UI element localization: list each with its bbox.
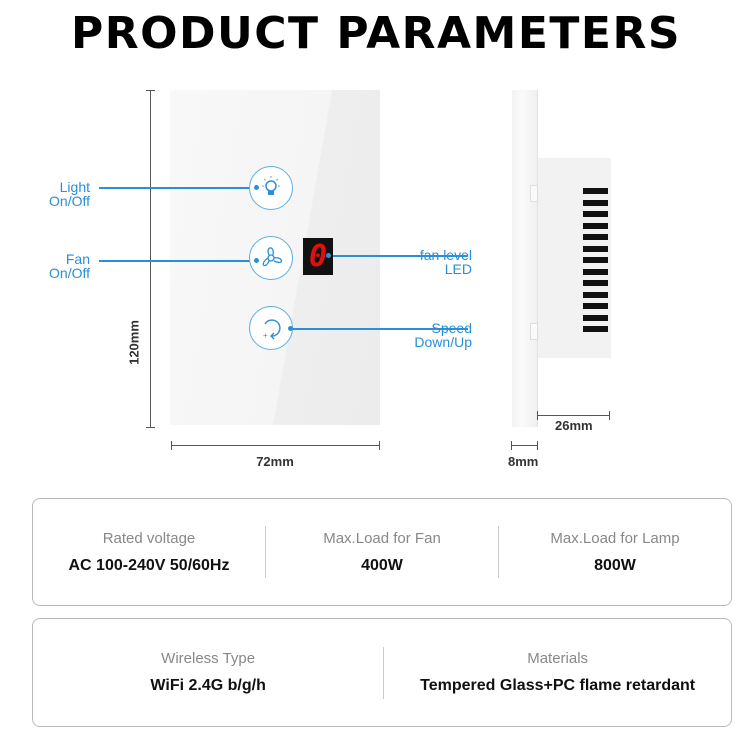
callout-dot [254, 185, 259, 190]
dim-tick [146, 427, 155, 428]
specs-box-1: Rated voltage AC 100-240V 50/60Hz Max.Loa… [32, 498, 732, 606]
plate-depth-line [511, 445, 538, 446]
vent-slat [583, 245, 608, 252]
speed-callout-line [290, 328, 468, 330]
dim-tick [379, 441, 380, 450]
spec-label: Materials [527, 650, 589, 667]
callout-dot [254, 258, 259, 263]
dim-tick [511, 441, 512, 450]
led-digit: 0 [308, 239, 328, 274]
body-depth-label: 26mm [555, 418, 593, 433]
vent-slat [583, 326, 608, 332]
divider [265, 526, 266, 578]
spec-label: Wireless Type [161, 650, 256, 667]
height-dimension-line [150, 90, 151, 427]
dim-tick [171, 441, 172, 450]
vent-slat [583, 222, 608, 229]
vent-slat [583, 257, 608, 263]
fan-callout-line [99, 260, 259, 262]
callout-dot [326, 253, 331, 258]
body-depth-line [537, 415, 610, 416]
vent-slat [583, 314, 608, 321]
vent-slat [583, 199, 608, 206]
spec-value: WiFi 2.4G b/g/h [150, 677, 266, 694]
vent-slat [583, 188, 608, 194]
clip [530, 323, 538, 340]
vent-slat [583, 211, 608, 217]
width-label: 72mm [256, 454, 294, 469]
divider [498, 526, 499, 578]
vent-slat [583, 268, 608, 275]
clip [530, 185, 538, 202]
spec-label: Max.Load for Fan [323, 529, 441, 547]
page-title: PRODUCT PARAMETERS [70, 8, 682, 59]
dim-tick [537, 411, 538, 420]
speed-button[interactable]: + [249, 306, 293, 350]
vent-slat [583, 234, 608, 240]
fan-button[interactable] [249, 236, 293, 280]
spec-value: 800W [594, 556, 636, 574]
led-callout-line [328, 255, 468, 257]
spec-label: Rated voltage [102, 529, 196, 547]
spec-fan-load: Max.Load for Fan 400W [266, 499, 498, 605]
callout-dot [288, 326, 293, 331]
width-dimension-line [171, 445, 380, 446]
spec-label: Max.Load for Lamp [550, 529, 680, 547]
spec-value: AC 100-240V 50/60Hz [68, 556, 230, 574]
spec-rated-voltage: Rated voltage AC 100-240V 50/60Hz [33, 499, 265, 605]
plate-depth-label: 8mm [508, 454, 539, 469]
rotate-speed-icon: + [263, 319, 281, 340]
switch-side-plate [512, 90, 538, 427]
dim-tick [609, 411, 610, 420]
light-bulb-icon [262, 176, 280, 195]
vent-slat [583, 291, 608, 298]
divider [383, 646, 385, 699]
dim-tick [146, 90, 155, 91]
spec-value: Tempered Glass+PC flame retardant [420, 677, 696, 694]
vent-slat [583, 303, 608, 309]
spec-lamp-load: Max.Load for Lamp 800W [499, 499, 731, 605]
height-label: 120mm [126, 320, 142, 365]
dim-tick [537, 441, 538, 450]
light-callout-line [99, 187, 259, 189]
spec-value: 400W [361, 556, 403, 574]
vent-slat [583, 280, 608, 286]
fan-icon [262, 247, 283, 267]
svg-text:+: + [263, 331, 268, 340]
fan-level-led-display: 0 [303, 238, 333, 275]
